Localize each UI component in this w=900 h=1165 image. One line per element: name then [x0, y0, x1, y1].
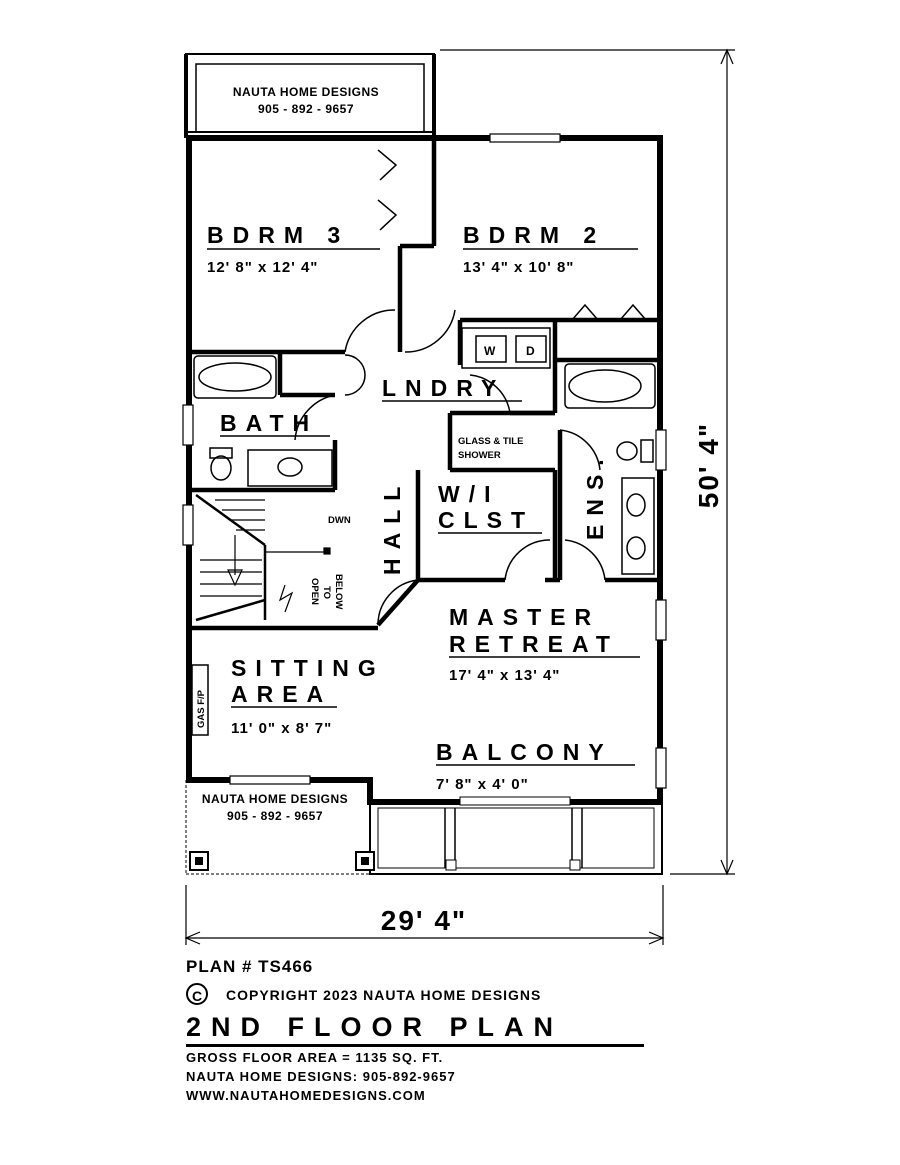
- gas-fireplace-label: GAS F/P: [196, 689, 207, 728]
- bdrm2-label: BDRM 2: [463, 222, 605, 248]
- ensuite-label: ENS.: [582, 450, 608, 540]
- bdrm2-size: 13' 4" x 10' 8": [463, 259, 574, 276]
- wic-label-line1: W/I: [438, 481, 500, 507]
- balcony-size: 7' 8" x 4' 0": [436, 776, 529, 793]
- title-underline: [186, 1044, 644, 1047]
- balcony-label: BALCONY: [436, 739, 613, 765]
- windows: [182, 133, 667, 789]
- laundry-label: LNDRY: [382, 375, 505, 401]
- bottom-watermark-company: NAUTA HOME DESIGNS: [202, 792, 348, 806]
- page-title: 2ND FLOOR PLAN: [186, 1012, 564, 1042]
- width-dimension-line: [184, 885, 665, 945]
- master-size: 17' 4" x 13' 4": [449, 667, 560, 684]
- interior-walls: [189, 138, 660, 631]
- sitting-label-line2: AREA: [231, 681, 332, 707]
- copyright-text: COPYRIGHT 2023 NAUTA HOME DESIGNS: [226, 987, 542, 1003]
- master-label-line1: MASTER: [449, 604, 600, 630]
- washer-label: W: [484, 344, 496, 358]
- front-porch-outline: [185, 780, 370, 875]
- depth-dimension: 50' 4": [693, 422, 724, 508]
- bdrm3-label: BDRM 3: [207, 222, 349, 248]
- open-to-below-line2: TO: [321, 586, 332, 599]
- top-watermark-company: NAUTA HOME DESIGNS: [233, 85, 379, 99]
- open-to-below-label: OPEN TO BELOW: [309, 574, 344, 609]
- top-bumpout: [184, 53, 436, 138]
- bottom-watermark-phone: 905 - 892 - 9657: [227, 809, 323, 823]
- open-to-below-line3: BELOW: [333, 574, 344, 609]
- plan-number: PLAN # TS466: [186, 957, 314, 976]
- bath-label: BATH: [220, 410, 318, 436]
- gross-floor-area: GROSS FLOOR AREA = 1135 SQ. FT.: [186, 1050, 444, 1065]
- door-swings: [294, 149, 647, 626]
- staircase: [195, 493, 331, 622]
- shower-label-line2: SHOWER: [458, 450, 501, 461]
- wic-label-line2: CLST: [438, 507, 534, 533]
- balcony-structure: [369, 801, 663, 875]
- porch-post-right-core: [361, 857, 369, 865]
- shower-label-line1: GLASS & TILE: [458, 436, 523, 447]
- hall-label: HALL: [379, 478, 405, 575]
- sitting-size: 11' 0" x 8' 7": [231, 720, 332, 737]
- company-phone: NAUTA HOME DESIGNS: 905-892-9657: [186, 1069, 456, 1084]
- width-dimension: 29' 4": [381, 905, 467, 936]
- porch-post-left-core: [195, 857, 203, 865]
- dryer-label: D: [526, 344, 535, 358]
- balcony-door: [459, 796, 571, 806]
- depth-dimension-line: [440, 48, 735, 876]
- master-label-line2: RETREAT: [449, 631, 619, 657]
- company-website: WWW.NAUTAHOMEDESIGNS.COM: [186, 1088, 426, 1103]
- bdrm3-size: 12' 8" x 12' 4": [207, 259, 318, 276]
- open-to-below-line1: OPEN: [309, 578, 320, 605]
- sitting-label-line1: SITTING: [231, 655, 385, 681]
- fixtures: [191, 327, 656, 736]
- top-watermark-phone: 905 - 892 - 9657: [258, 102, 354, 116]
- stairs-down-label: DWN: [328, 515, 351, 526]
- copyright-icon: C: [186, 983, 208, 1005]
